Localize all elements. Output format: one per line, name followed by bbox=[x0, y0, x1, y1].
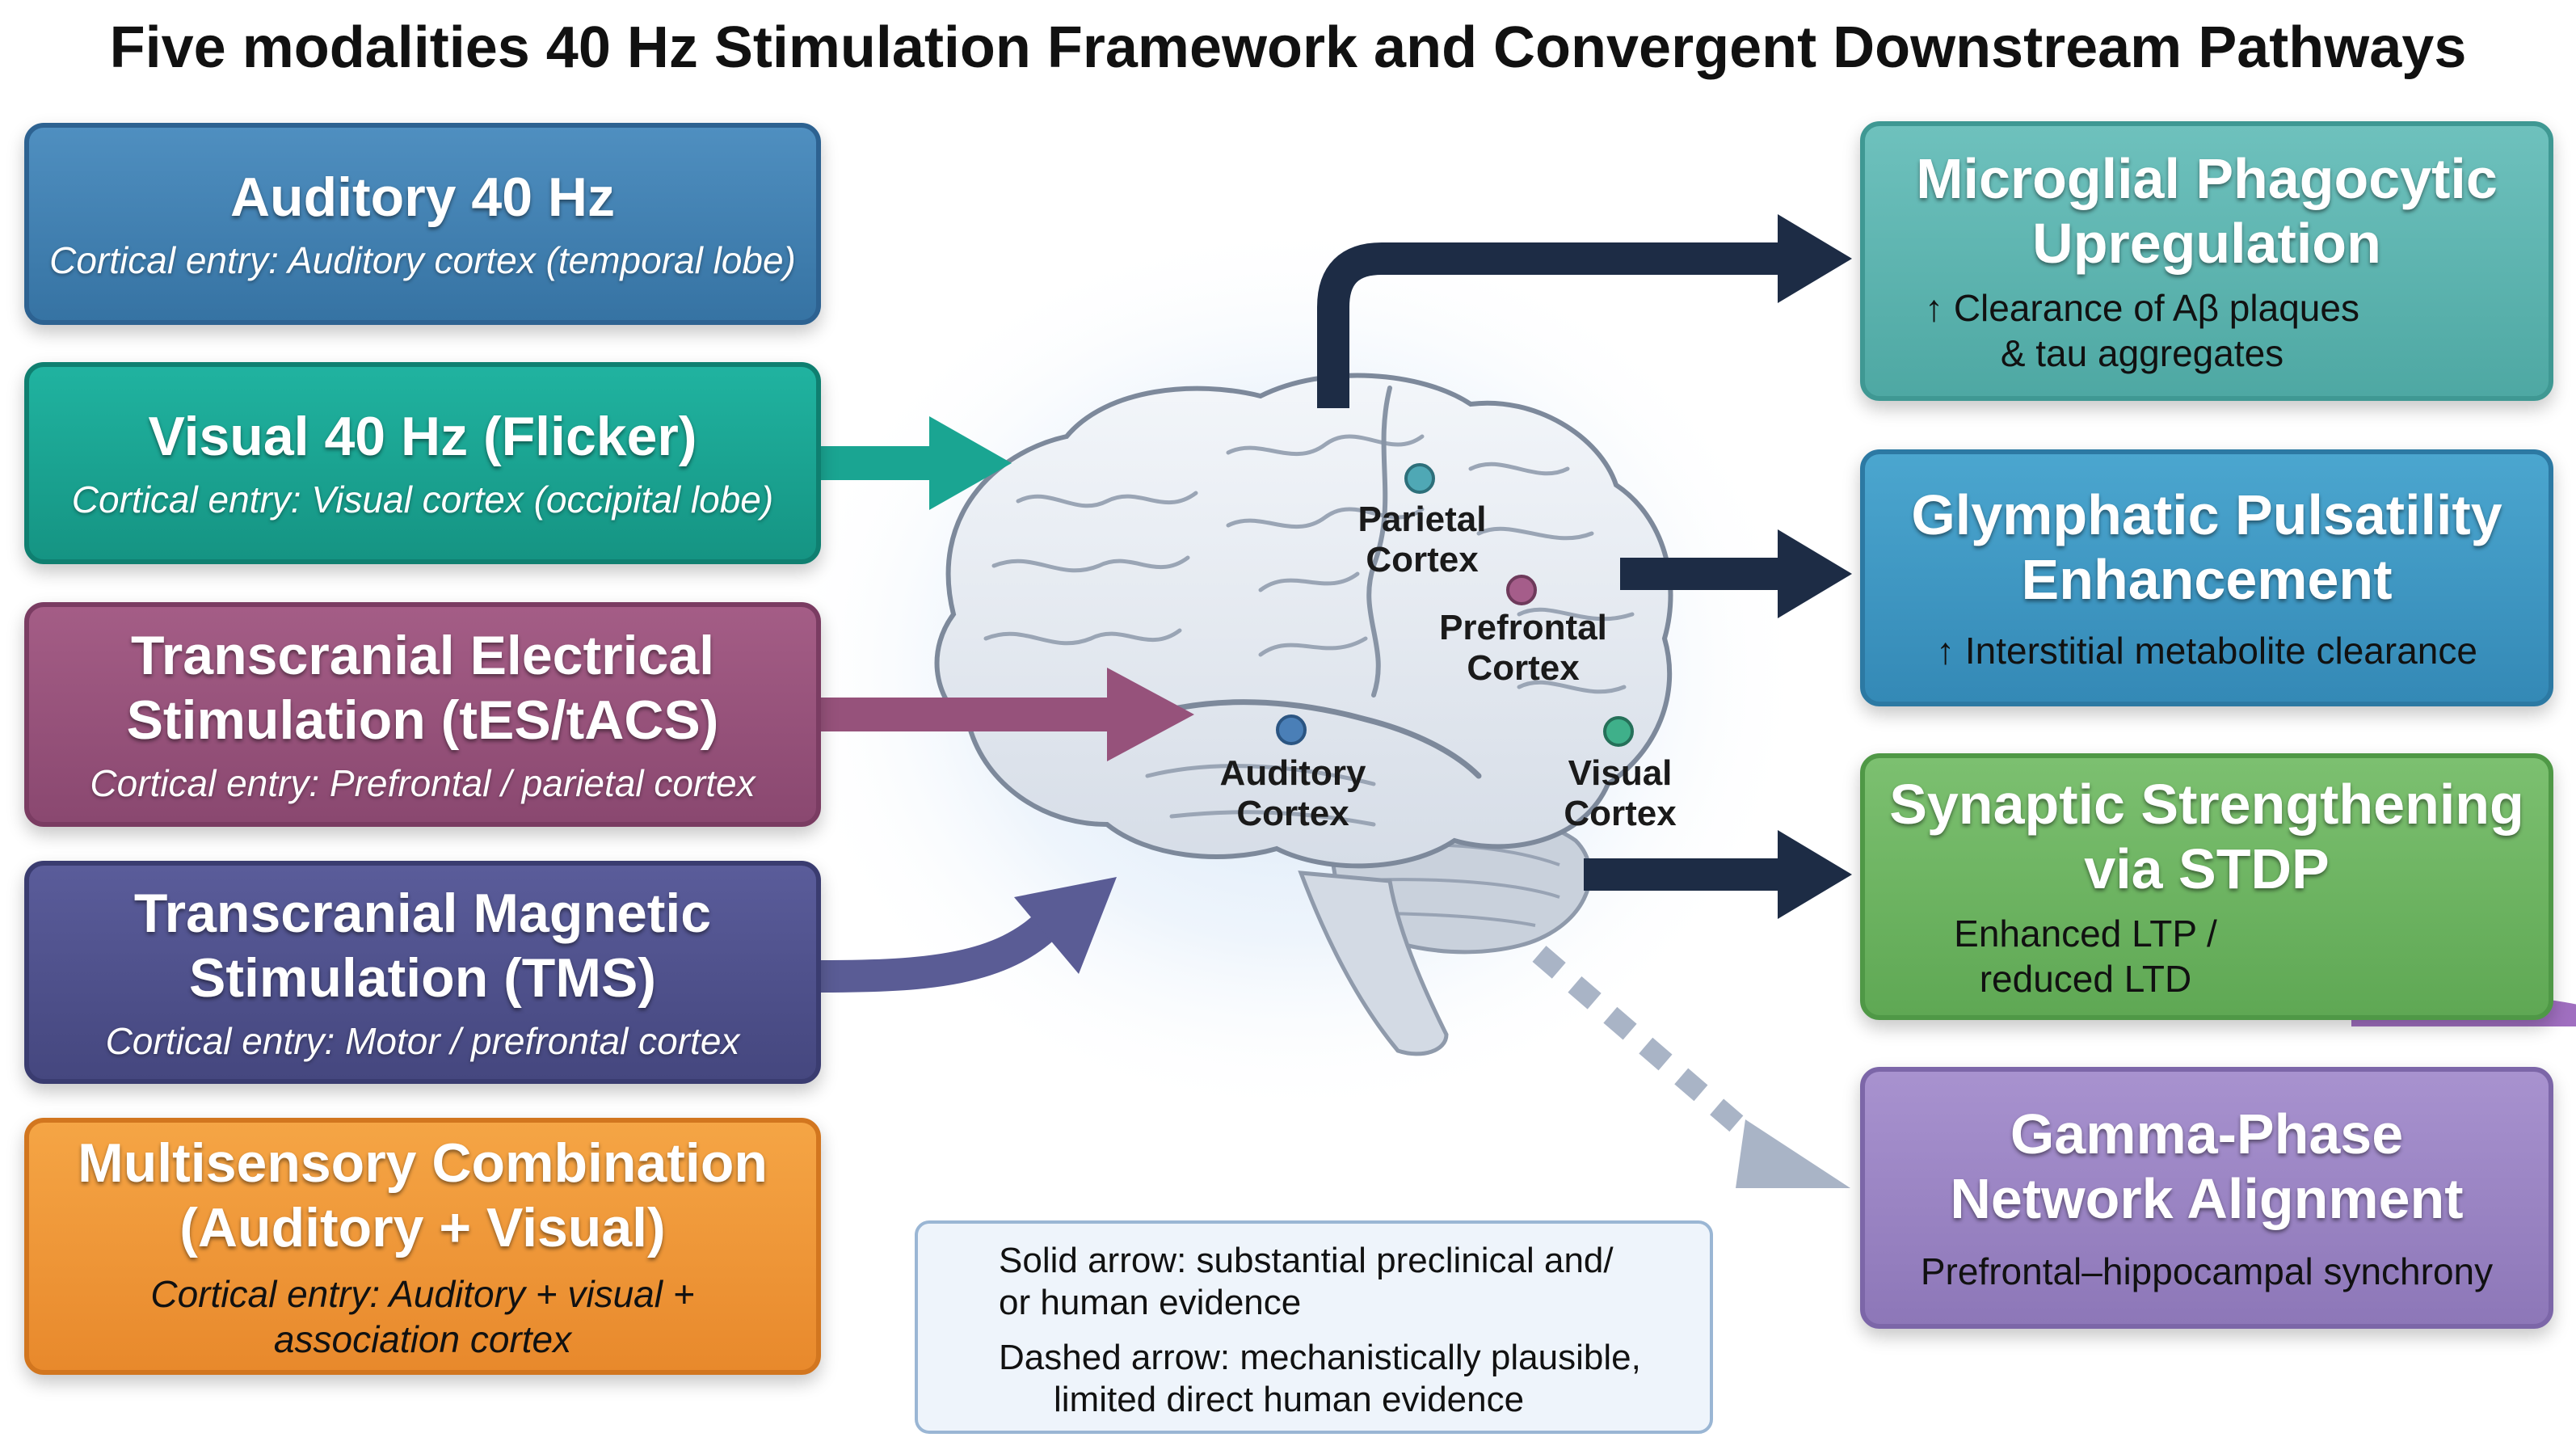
prefrontal-dot bbox=[1506, 575, 1537, 605]
legend: Solid arrow: substantial preclinical and… bbox=[915, 1220, 1713, 1434]
parietal-dot bbox=[1404, 463, 1435, 494]
outcome-synaptic-desc-line1: Enhanced LTP / bbox=[1954, 913, 2217, 955]
modality-auditory-title: Auditory 40 Hz bbox=[229, 166, 616, 228]
tms-input-arrow bbox=[820, 909, 1063, 993]
visual-label-line2: Cortex bbox=[1564, 794, 1677, 833]
auditory-cortex-label: Auditory Cortex bbox=[1204, 753, 1382, 834]
modality-tms-title-line2: Stimulation (TMS) bbox=[189, 947, 656, 1009]
modality-tes: Transcranial Electrical Stimulation (tES… bbox=[24, 602, 821, 827]
auditory-dot bbox=[1276, 714, 1307, 745]
outcome-synaptic-title-line2: via STDP bbox=[2084, 837, 2330, 900]
visual-label-line1: Visual bbox=[1568, 753, 1673, 793]
modality-multisensory-entry-line2: association cortex bbox=[273, 1318, 572, 1360]
auditory-label-line1: Auditory bbox=[1219, 753, 1366, 793]
modality-multisensory-entry-line1: Cortical entry: Auditory + visual + bbox=[150, 1273, 695, 1315]
modality-tms-entry: Cortical entry: Motor / prefrontal corte… bbox=[105, 1020, 740, 1062]
outcome-gamma: Gamma-Phase Network Alignment Prefrontal… bbox=[1860, 1067, 2553, 1329]
prefrontal-cortex-label: Prefrontal Cortex bbox=[1430, 608, 1616, 689]
modality-tms-title-line1: Transcranial Magnetic bbox=[133, 883, 712, 944]
input-arrows bbox=[820, 416, 1194, 993]
outcome-microglial: Microglial Phagocytic Upregulation ↑ Cle… bbox=[1860, 121, 2553, 401]
visual-dot bbox=[1603, 716, 1634, 747]
modality-visual-entry: Cortical entry: Visual cortex (occipital… bbox=[71, 478, 774, 521]
page-title: Five modalities 40 Hz Stimulation Framew… bbox=[109, 15, 2467, 80]
modality-tes-title-line1: Transcranial Electrical bbox=[131, 625, 714, 686]
modality-visual: Visual 40 Hz (Flicker) Cortical entry: V… bbox=[24, 362, 821, 564]
outcome-microglial-title-line1: Microglial Phagocytic bbox=[1916, 147, 2498, 210]
modality-tes-entry: Cortical entry: Prefrontal / parietal co… bbox=[90, 762, 756, 804]
modality-tes-title-line2: Stimulation (tES/tACS) bbox=[126, 689, 719, 751]
outcome-gamma-desc: Prefrontal–hippocampal synchrony bbox=[1920, 1250, 2494, 1292]
gamma-output-arrow-dashed bbox=[1532, 946, 1781, 1164]
parietal-cortex-label: Parietal Cortex bbox=[1341, 499, 1503, 580]
legend-dashed-line2: limited direct human evidence bbox=[1054, 1380, 1525, 1419]
outcome-gamma-title-line1: Gamma-Phase bbox=[2010, 1102, 2404, 1165]
legend-solid-line1: Solid arrow: substantial preclinical and… bbox=[999, 1241, 1614, 1280]
outcome-glymphatic: Glymphatic Pulsatility Enhancement ↑ Int… bbox=[1860, 449, 2553, 706]
outcome-microglial-title-line2: Upregulation bbox=[2032, 212, 2381, 275]
modality-multisensory: Multisensory Combination (Auditory + Vis… bbox=[24, 1118, 821, 1375]
auditory-label-line2: Cortex bbox=[1236, 794, 1349, 833]
outcome-synaptic-desc-line2: reduced LTD bbox=[1979, 958, 2192, 1000]
legend-solid-line2: or human evidence bbox=[999, 1283, 1302, 1322]
outcome-microglial-desc-line1: ↑ Clearance of Aβ plaques bbox=[1925, 287, 2359, 329]
outcome-synaptic-title-line1: Synaptic Strengthening bbox=[1889, 773, 2524, 836]
outcome-gamma-title-line2: Network Alignment bbox=[1950, 1167, 2464, 1230]
microglial-output-arrow bbox=[1317, 242, 1786, 408]
legend-dashed-line1: Dashed arrow: mechanistically plausible, bbox=[999, 1338, 1641, 1377]
modality-multisensory-title-line1: Multisensory Combination bbox=[78, 1132, 768, 1194]
outcome-glymphatic-desc: ↑ Interstitial metabolite clearance bbox=[1936, 630, 2477, 672]
modality-auditory-entry: Cortical entry: Auditory cortex (tempora… bbox=[49, 239, 796, 281]
outcome-glymphatic-title-line2: Enhancement bbox=[2021, 548, 2393, 611]
parietal-label-line1: Parietal bbox=[1357, 499, 1487, 539]
prefrontal-label-line1: Prefrontal bbox=[1439, 608, 1607, 647]
modality-multisensory-title-line2: (Auditory + Visual) bbox=[179, 1197, 666, 1258]
modality-visual-title: Visual 40 Hz (Flicker) bbox=[148, 406, 697, 467]
modality-tms: Transcranial Magnetic Stimulation (TMS) … bbox=[24, 861, 821, 1084]
modality-auditory: Auditory 40 Hz Cortical entry: Auditory … bbox=[24, 123, 821, 325]
visual-cortex-label: Visual Cortex bbox=[1535, 753, 1705, 834]
parietal-label-line2: Cortex bbox=[1366, 540, 1479, 580]
outcome-microglial-desc-line2: & tau aggregates bbox=[2000, 332, 2284, 374]
outcome-synaptic: Synaptic Strengthening via STDP Enhanced… bbox=[1860, 753, 2553, 1020]
outcome-glymphatic-title-line1: Glymphatic Pulsatility bbox=[1911, 483, 2502, 546]
prefrontal-label-line2: Cortex bbox=[1467, 648, 1580, 688]
output-arrows bbox=[1317, 214, 1852, 1188]
